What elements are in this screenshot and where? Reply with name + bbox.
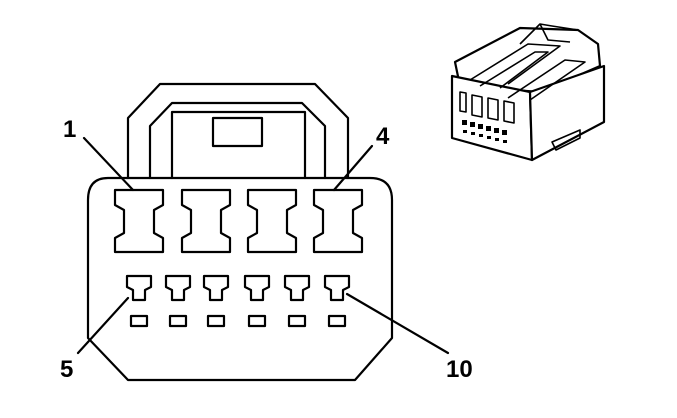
pin-label-1: 1 xyxy=(63,116,76,143)
iso-large-cavities xyxy=(459,91,515,124)
pin-label-10: 10 xyxy=(446,356,473,383)
connector-isometric-view xyxy=(450,23,606,162)
latch-tab-frame xyxy=(170,110,307,180)
lock-window-7 xyxy=(206,314,226,328)
iso-latch-ridge-5 xyxy=(539,23,571,43)
iso-latch-ridge-2 xyxy=(479,51,549,89)
iso-small-cavities xyxy=(462,120,507,143)
iso-latch-ridge-3 xyxy=(507,59,586,101)
connector-body xyxy=(86,176,394,382)
pin-label-4: 4 xyxy=(376,123,390,150)
latch-outer xyxy=(126,82,350,180)
leader-line-10 xyxy=(345,292,450,355)
lock-window-5 xyxy=(129,314,149,328)
small-cavity-7 xyxy=(202,274,230,302)
small-cavity-10 xyxy=(323,274,351,302)
small-cavity-5 xyxy=(125,274,153,302)
large-cavity-2 xyxy=(180,188,232,254)
large-cavity-4 xyxy=(312,188,364,254)
lock-window-6 xyxy=(168,314,188,328)
large-cavity-3 xyxy=(246,188,298,254)
small-cavity-8 xyxy=(243,274,271,302)
connector-face-view xyxy=(86,82,394,382)
large-cavity-row xyxy=(113,188,364,254)
leader-line-4 xyxy=(332,144,374,192)
lock-window-8 xyxy=(247,314,267,328)
latch-tab xyxy=(211,116,264,148)
pin-label-5: 5 xyxy=(60,356,73,383)
lock-window-10 xyxy=(327,314,347,328)
small-cavity-row xyxy=(125,274,351,328)
leader-lines xyxy=(76,136,450,355)
leader-line-5 xyxy=(76,296,130,355)
small-cavity-6 xyxy=(164,274,192,302)
iso-latch-ridge-4 xyxy=(519,23,579,45)
iso-latch-ridge-1 xyxy=(469,43,561,85)
latch-inner xyxy=(148,101,327,180)
iso-side-detail xyxy=(551,129,581,151)
large-cavity-1 xyxy=(113,188,165,254)
lock-window-9 xyxy=(287,314,307,328)
leader-line-1 xyxy=(82,136,135,192)
iso-side-face xyxy=(528,64,606,162)
small-cavity-9 xyxy=(283,274,311,302)
